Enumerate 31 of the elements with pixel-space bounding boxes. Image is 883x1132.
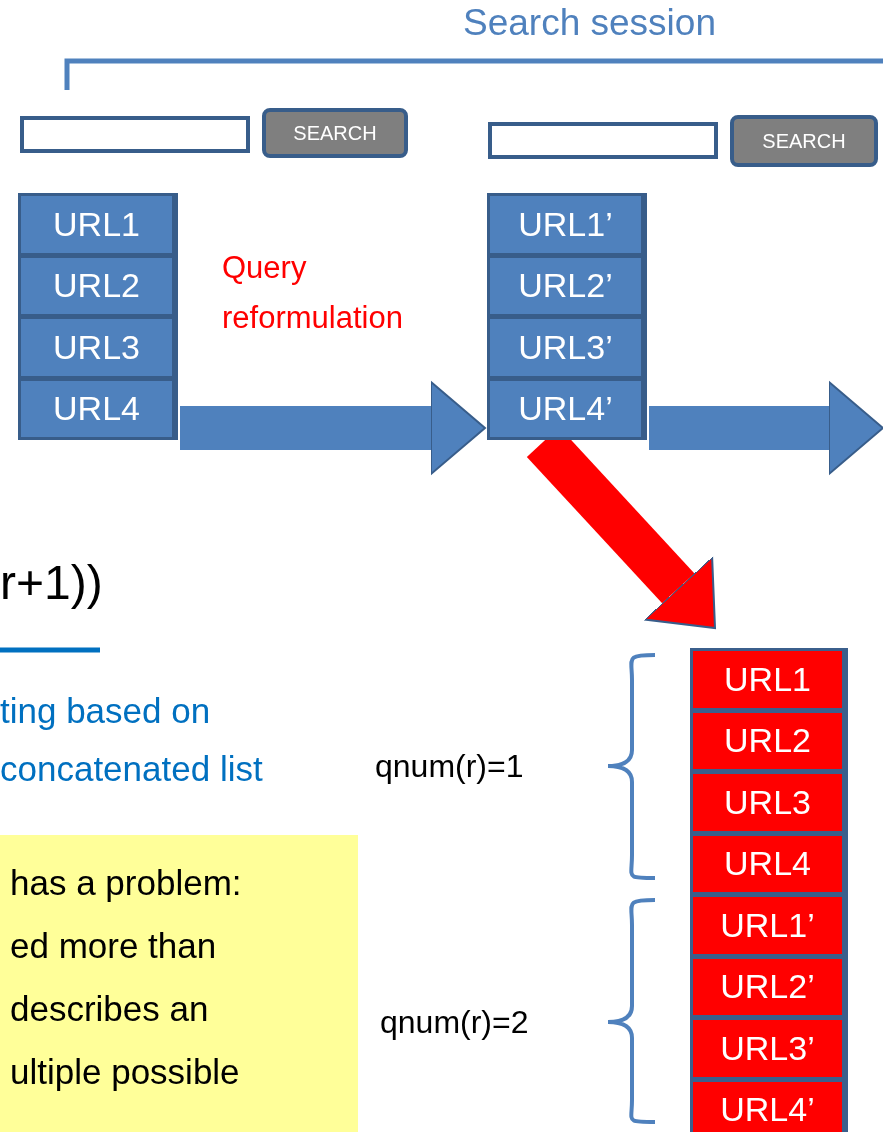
url-item: URL1: [21, 196, 172, 253]
result-list: [487, 193, 647, 440]
url-item: URL4: [21, 380, 172, 437]
description-text: ting based on concatenated list: [0, 690, 264, 790]
group-label: qnum(r)=2: [380, 1004, 529, 1041]
url-item: URL4’: [490, 380, 641, 437]
url-item: URL2: [21, 257, 172, 314]
url-item: URL2’: [490, 257, 641, 314]
search-button: SEARCH: [262, 108, 408, 158]
result-list: [18, 193, 178, 440]
url-item: URL4’: [693, 1081, 842, 1132]
url-item: URL2’: [693, 958, 842, 1015]
concatenated-result-list: [690, 648, 848, 1132]
url-item: URL3: [693, 774, 842, 831]
url-item: URL3: [21, 319, 172, 376]
group-label: qnum(r)=1: [375, 748, 524, 785]
url-item: URL1: [693, 651, 842, 708]
search-button: SEARCH: [730, 115, 878, 167]
title-text: Search session: [463, 2, 716, 44]
formula-text: r+1)): [0, 555, 103, 610]
url-item: URL4: [693, 835, 842, 892]
url-item: URL1’: [693, 897, 842, 954]
url-item: URL3’: [490, 319, 641, 376]
url-item: URL3’: [693, 1020, 842, 1077]
url-item: URL2: [693, 712, 842, 769]
url-item: URL1’: [490, 196, 641, 253]
block-arrow: [180, 381, 486, 475]
search-field: [488, 122, 718, 159]
search-field: [20, 116, 250, 153]
block-arrow: [649, 381, 883, 475]
note-box: has a problem: ed more than describes an ultiple possible: [0, 835, 358, 1132]
